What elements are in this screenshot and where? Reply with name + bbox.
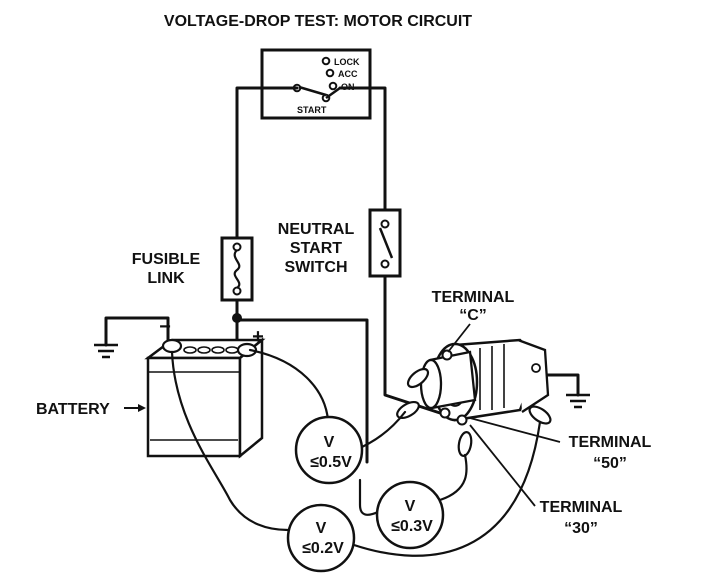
terminal-c-label-line2: “C” — [459, 307, 487, 324]
terminal-30-leader — [469, 424, 536, 507]
terminal-c-leader — [447, 323, 471, 353]
fusible-link-label-line1: FUSIBLE — [132, 251, 201, 268]
battery-label: BATTERY — [36, 401, 110, 418]
voltmeter-2-reading: ≤0.3V — [391, 518, 433, 535]
voltmeter-2: V ≤0.3V — [375, 480, 445, 550]
fusible-link — [220, 236, 254, 302]
voltmeter-3-symbol: V — [316, 520, 327, 537]
starter-motor — [396, 338, 552, 457]
switch-position-acc: ACC — [338, 69, 358, 79]
fusible-link-label-line2: LINK — [147, 270, 185, 287]
switch-position-lock: LOCK — [334, 57, 360, 67]
terminal-c-label-line1: TERMINAL — [432, 289, 515, 306]
ignition-switch: LOCK ACC ON START — [260, 48, 372, 120]
battery-positive-sign: + — [252, 326, 264, 348]
terminal-50-label-line2: “50” — [593, 455, 627, 472]
voltmeter-3-reading: ≤0.2V — [302, 540, 344, 557]
neutral-start-switch-label-line1: NEUTRAL — [278, 221, 355, 238]
voltmeter-1-reading: ≤0.5V — [310, 454, 352, 471]
voltmeter-1-symbol: V — [324, 434, 335, 451]
terminal-30-label-line2: “30” — [564, 520, 598, 537]
neutral-start-switch — [368, 208, 402, 278]
voltmeter-1: V ≤0.5V — [294, 415, 364, 485]
terminal-30-label-line1: TERMINAL — [540, 499, 623, 516]
battery — [144, 337, 266, 459]
neutral-start-switch-label-line2: START — [290, 240, 342, 257]
terminal-50-leader — [469, 417, 561, 443]
ground-symbol-starter — [566, 393, 590, 409]
battery-negative-sign: − — [159, 316, 171, 338]
terminal-50-label-line1: TERMINAL — [569, 434, 652, 451]
diagram-title: VOLTAGE-DROP TEST: MOTOR CIRCUIT — [164, 13, 472, 30]
junction-node — [232, 313, 242, 323]
voltmeter-3: V ≤0.2V — [286, 503, 356, 573]
battery-pointer-arrow — [124, 404, 146, 412]
switch-position-start: START — [297, 105, 327, 115]
neutral-start-switch-label-line3: SWITCH — [284, 259, 347, 276]
voltmeter-2-symbol: V — [405, 498, 416, 515]
ground-symbol-battery — [94, 343, 118, 359]
